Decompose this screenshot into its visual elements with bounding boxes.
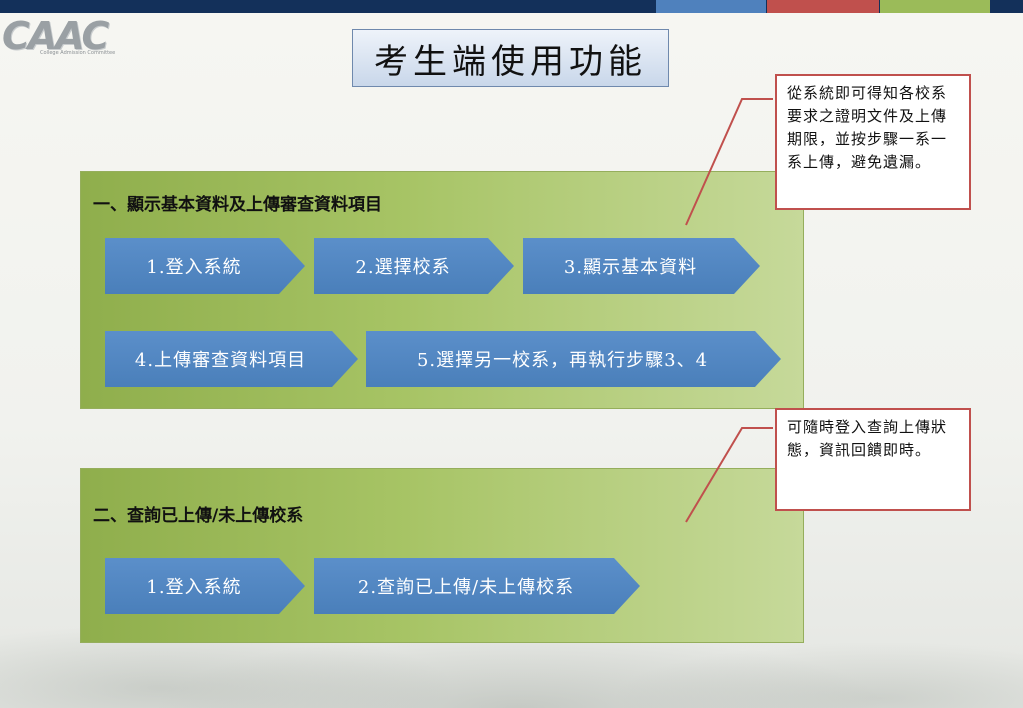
section-1-step-1: 1.登入系統 [105,238,305,294]
top-bar [0,0,1023,13]
callout-2: 可隨時登入查詢上傳狀態，資訊回饋即時。 [775,408,971,511]
section-2-heading: 二、查詢已上傳/未上傳校系 [93,506,304,526]
section-1-heading: 一、顯示基本資料及上傳審查資料項目 [93,195,382,215]
top-bar-red-segment [767,0,879,13]
section-2-step-2: 2.查詢已上傳/未上傳校系 [314,558,640,614]
caac-logo: CAAC College Admission Committee [0,14,150,60]
callout-1: 從系統即可得知各校系要求之證明文件及上傳期限，並按步驟一系一系上傳，避免遺漏。 [775,74,971,210]
top-bar-blue-segment [656,0,766,13]
section-1-step-5: 5.選擇另一校系，再執行步驟3、4 [366,331,781,387]
section-2-panel: 二、查詢已上傳/未上傳校系 [80,468,804,643]
section-1-step-4: 4.上傳審查資料項目 [105,331,358,387]
section-2-step-1: 1.登入系統 [105,558,305,614]
logo-text: CAAC [2,14,109,58]
section-1-step-3: 3.顯示基本資料 [523,238,760,294]
logo-subtitle: College Admission Committee [40,50,116,56]
section-1-step-2: 2.選擇校系 [314,238,514,294]
top-bar-green-segment [880,0,990,13]
page-title: 考生端使用功能 [352,29,669,87]
